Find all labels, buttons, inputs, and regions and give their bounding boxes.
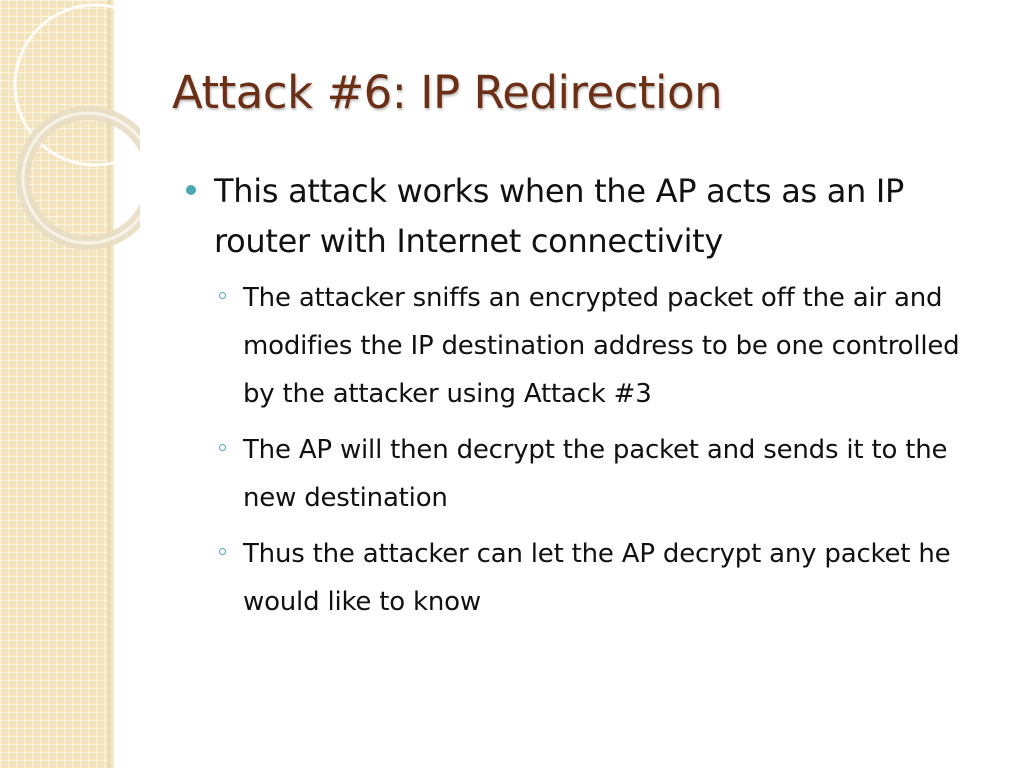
decorative-circle-large	[13, 3, 140, 167]
filled-dot-icon	[186, 185, 196, 195]
ring-bullet-icon	[219, 548, 226, 555]
decorative-circle-small-highlight	[21, 111, 140, 245]
sub-bullet-item: The AP will then decrypt the packet and …	[186, 426, 996, 522]
sub-bullet-text: The attacker sniffs an encrypted packet …	[243, 283, 960, 409]
ring-bullet-icon	[219, 292, 226, 299]
slide-content: This attack works when the AP acts as an…	[186, 166, 996, 634]
sub-bullet-list: The attacker sniffs an encrypted packet …	[186, 274, 996, 626]
sub-bullet-item: Thus the attacker can let the AP decrypt…	[186, 530, 996, 626]
bullet-text: This attack works when the AP acts as an…	[214, 172, 905, 260]
sub-bullet-text: The AP will then decrypt the packet and …	[243, 435, 948, 513]
side-band-edge	[108, 0, 114, 768]
bullet-item: This attack works when the AP acts as an…	[186, 166, 996, 266]
sub-bullet-item: The attacker sniffs an encrypted packet …	[186, 274, 996, 418]
slide-title: Attack #6: IP Redirection	[172, 66, 723, 119]
decorative-circles	[13, 3, 140, 250]
ring-bullet-icon	[219, 444, 226, 451]
sub-bullet-text: Thus the attacker can let the AP decrypt…	[243, 539, 951, 617]
